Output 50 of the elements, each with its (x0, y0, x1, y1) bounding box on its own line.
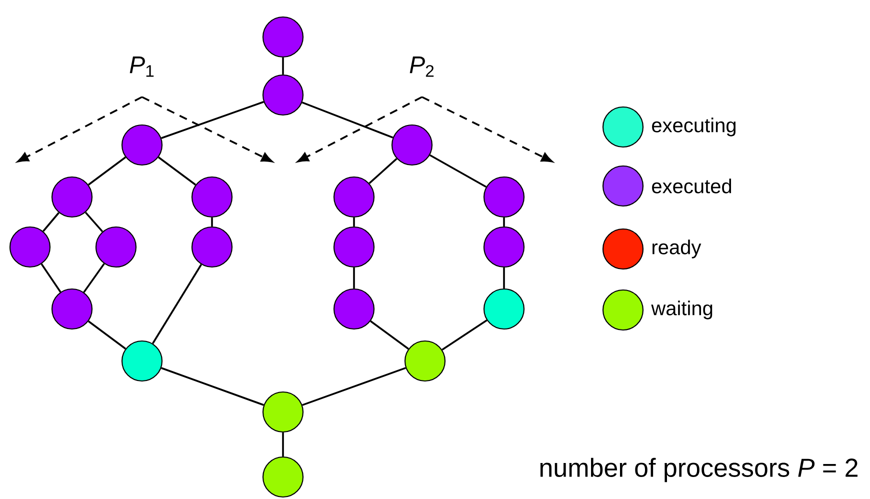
legend-text: executing (652, 118, 736, 136)
task-circle (9, 226, 51, 268)
task-circle (262, 391, 304, 433)
connector-line (353, 268, 355, 288)
task-circle (262, 456, 304, 498)
task-circle (483, 176, 525, 218)
task-circle (333, 226, 375, 268)
connector-line (152, 264, 202, 344)
task-circle (483, 226, 525, 268)
connector-line (83, 263, 105, 293)
task-circle (51, 288, 93, 330)
processor-label: P$_{2}$ (410, 56, 434, 77)
connector-line (158, 156, 196, 186)
task-circle (262, 16, 304, 58)
connector-line (302, 367, 406, 406)
task-circle (333, 176, 375, 218)
task-circle (483, 288, 525, 330)
connector-line (442, 320, 488, 350)
connector-line (503, 268, 505, 288)
task-circle (404, 340, 446, 382)
task-circle (333, 288, 375, 330)
task-circle (95, 226, 137, 268)
connector-line (282, 432, 284, 456)
connector-line (161, 367, 264, 406)
caption-text: number of processors P = 2 (540, 458, 858, 482)
connector-line (370, 320, 409, 350)
connector-line (503, 218, 505, 226)
connector-line (88, 156, 126, 186)
task-circle (391, 124, 433, 166)
legend-text: ready (652, 240, 702, 258)
connector-line (84, 212, 104, 232)
connector-line (211, 218, 213, 226)
task-circle (51, 176, 93, 218)
connector-line (40, 264, 62, 292)
legend-text: executed (652, 178, 732, 194)
processor-label: P$_{1}$ (130, 56, 154, 77)
connector-line (302, 102, 394, 138)
connector-line (282, 58, 284, 74)
legend-text: waiting (651, 300, 712, 320)
connector-line (368, 158, 398, 184)
task-circle (262, 74, 304, 116)
connector-line (88, 320, 126, 350)
connector-line (161, 101, 264, 139)
connector-line (353, 218, 355, 226)
task-circle (121, 340, 163, 382)
task-circle (191, 226, 233, 268)
connector-line (42, 212, 60, 232)
task-circle (191, 176, 233, 218)
task-circle (121, 124, 163, 166)
connector-line (429, 154, 487, 188)
